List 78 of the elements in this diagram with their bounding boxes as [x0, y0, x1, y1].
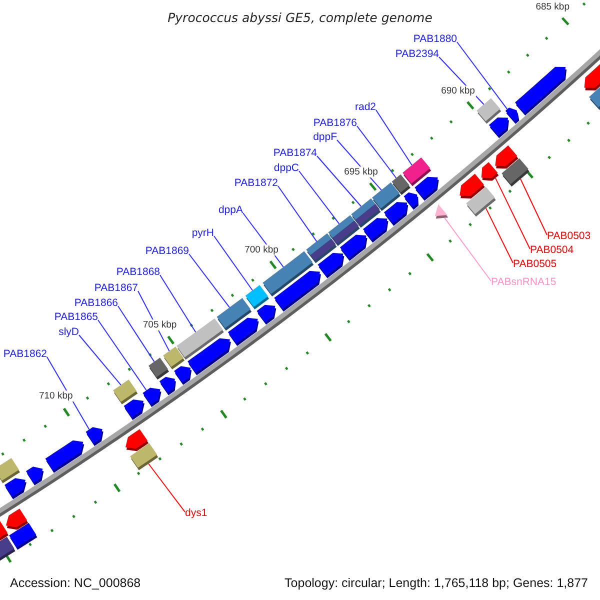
gene-block — [414, 176, 439, 201]
leader-line — [356, 126, 397, 178]
gene-label: dppC — [274, 162, 299, 174]
gene-block — [6, 508, 28, 530]
scale-label: 710 kbp — [38, 390, 74, 402]
gene-box — [502, 158, 530, 187]
scale-label: 690 kbp — [440, 86, 476, 96]
gene-label: PAB2394 — [395, 48, 439, 60]
gene-label: rad2 — [354, 101, 376, 113]
gene-block — [488, 118, 510, 138]
gene-label: PAB1880 — [413, 33, 457, 45]
gene-block — [362, 218, 388, 243]
gene-label: dppF — [313, 131, 337, 143]
gene-box — [9, 522, 38, 550]
gene-block — [515, 66, 567, 116]
leader-line — [376, 110, 412, 166]
gene-box — [148, 358, 170, 380]
gene-block — [188, 338, 231, 376]
gene-label: slyD — [58, 326, 79, 338]
gene-label: PAB1867 — [94, 282, 138, 294]
gene-label: PAB1866 — [74, 297, 118, 309]
gene-block — [4, 478, 26, 500]
scale-label: 685 kbp — [534, 2, 570, 13]
gene-label: PAB1865 — [54, 311, 98, 323]
leader-line — [494, 178, 530, 250]
gene-triangle — [434, 204, 448, 219]
accession-note: Accession: NC_000868 — [10, 576, 141, 591]
gene-block — [86, 427, 104, 446]
leader-line — [278, 186, 318, 242]
leader-line — [298, 170, 340, 224]
gene-block — [256, 304, 276, 325]
gene-block — [228, 318, 259, 346]
gene-label: PAB1874 — [273, 147, 317, 159]
gene-label: PAB0505 — [513, 258, 557, 270]
gene-block — [45, 440, 84, 473]
gene-block — [124, 400, 144, 420]
leader-line — [78, 334, 122, 386]
gene-block — [584, 64, 600, 90]
gene-label: PAB1876 — [313, 117, 357, 129]
gene-label: PAB1872 — [234, 177, 278, 189]
genome-summary: Topology: circular; Length: 1,765,118 bp; Genes: 1,877 — [284, 576, 588, 591]
leader-line — [444, 217, 492, 282]
gene-block — [481, 162, 499, 181]
gene-block — [384, 202, 408, 226]
gene-label: PAB1862 — [3, 348, 47, 360]
leader-line — [214, 236, 253, 291]
gene-label: dys1 — [185, 507, 208, 519]
gene-block — [340, 234, 368, 261]
gene-label: dppA — [218, 204, 243, 216]
leader-line — [160, 274, 196, 333]
gene-block — [318, 252, 344, 278]
gene-block — [274, 270, 321, 312]
gene-box — [113, 380, 138, 404]
gene-block — [159, 376, 176, 396]
gene-box — [0, 536, 16, 561]
scale-label: 705 kbp — [142, 319, 178, 330]
leader-line — [118, 306, 155, 362]
leader-line — [188, 254, 230, 308]
gene-block — [174, 366, 192, 385]
scale-label: 695 kbp — [343, 166, 379, 178]
leader-line — [316, 156, 362, 207]
gene-label: PAB0503 — [547, 230, 591, 242]
gene-label: PAB1869 — [145, 245, 189, 257]
gene-block — [26, 466, 44, 486]
scale-label: 700 kbp — [244, 244, 280, 256]
gene-box — [130, 443, 158, 470]
leader-line — [98, 320, 147, 391]
gene-label: PAB1868 — [116, 266, 160, 278]
leader-line — [520, 178, 548, 236]
gene-box — [466, 186, 496, 217]
gene-label: pyrH — [192, 227, 214, 239]
gene-label: PAB0504 — [530, 244, 574, 256]
leader-line — [456, 42, 508, 110]
gene-block — [142, 388, 162, 407]
gene-box — [589, 87, 600, 110]
map-title: Pyrococcus abyssi GE5, complete genome — [168, 10, 432, 26]
leader-line — [485, 208, 514, 264]
gene-label: PABsnRNA15 — [491, 276, 556, 288]
